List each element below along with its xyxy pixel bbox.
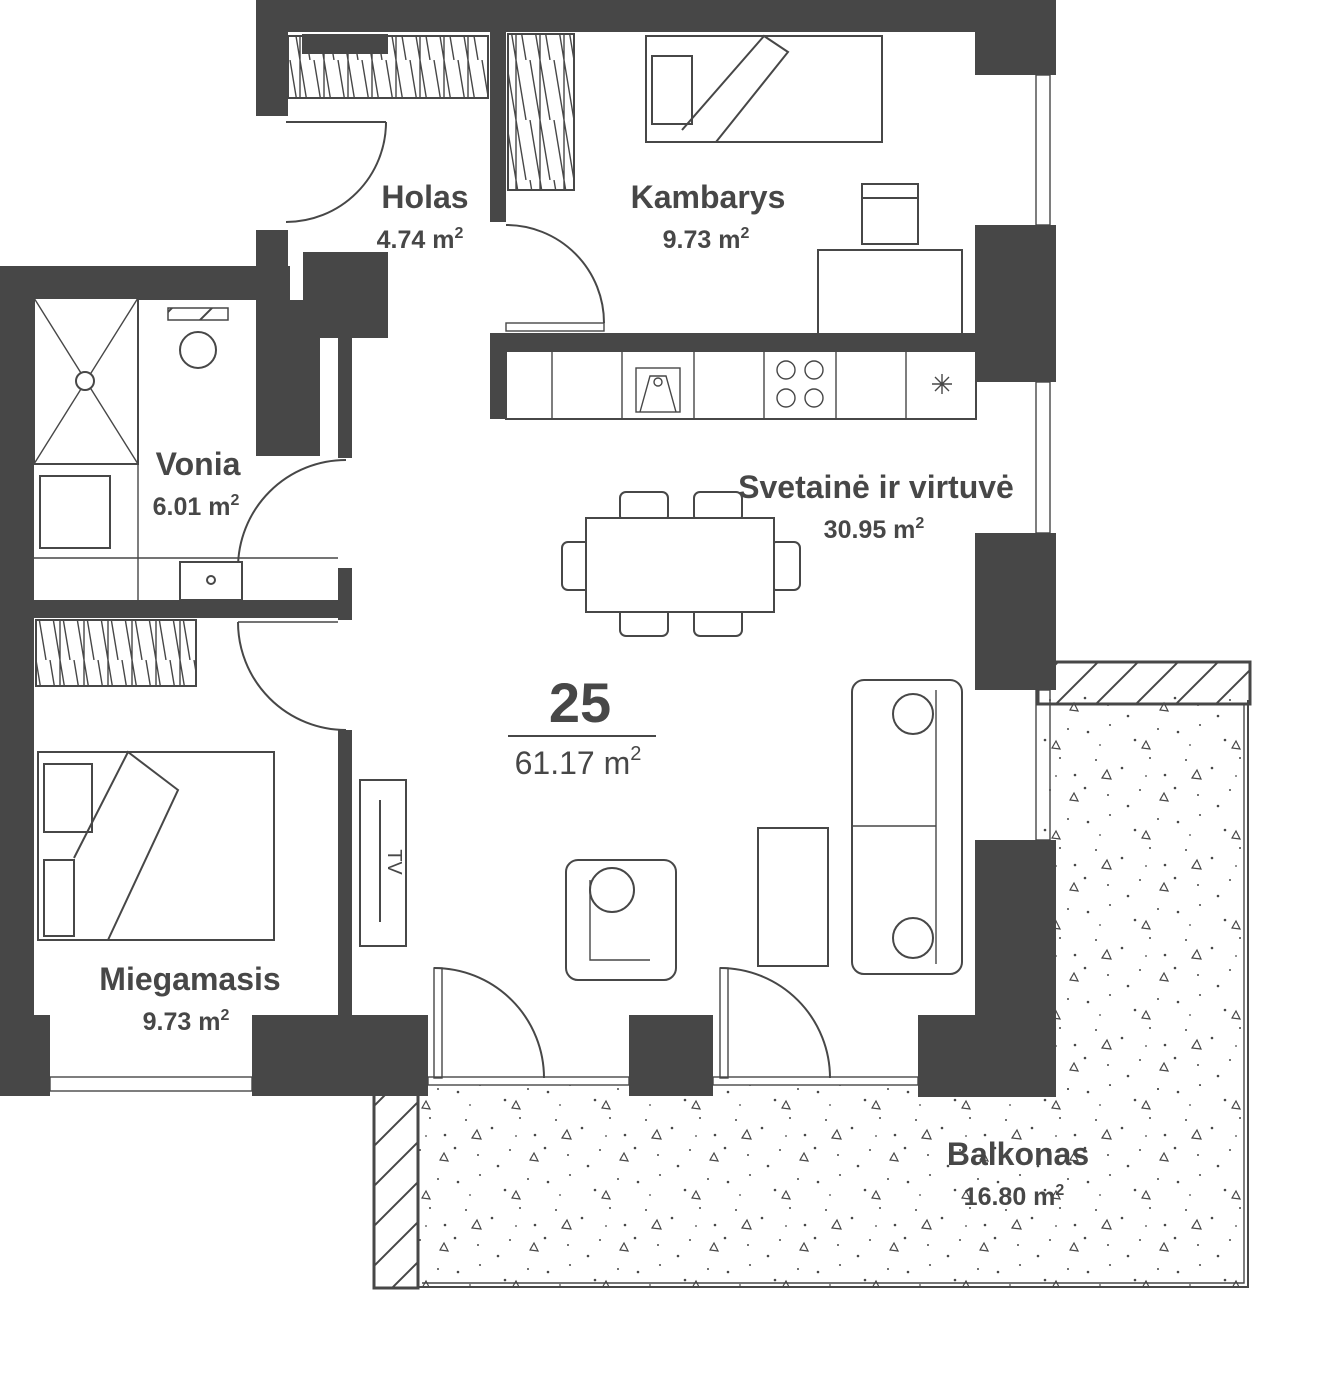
room-area-holas: 4.74 m2 xyxy=(377,225,464,254)
apartment-area: 61.17 m2 xyxy=(515,743,642,781)
room-name-svetaine: Svetainė ir virtuvė xyxy=(738,469,1014,505)
windows xyxy=(49,74,1051,1092)
room-area-balkonas: 16.80 m2 xyxy=(964,1182,1065,1211)
balcony xyxy=(372,660,1252,1290)
doors xyxy=(237,121,831,1079)
room-name-kambarys: Kambarys xyxy=(631,179,786,215)
kambarys-furniture xyxy=(507,33,963,335)
room-area-miegamasis: 9.73 m2 xyxy=(143,1007,230,1036)
room-labels: Holas 4.74 m2 Kambarys 9.73 m2 Vonia 6.0… xyxy=(99,179,1089,1211)
walls xyxy=(0,0,1056,1097)
room-area-svetaine: 30.95 m2 xyxy=(824,515,925,544)
room-name-balkonas: Balkonas xyxy=(947,1136,1089,1172)
dining-table xyxy=(561,491,801,637)
living-furniture xyxy=(359,679,963,981)
fan-icon xyxy=(932,374,952,394)
bathroom-fixtures xyxy=(33,297,338,601)
room-name-holas: Holas xyxy=(381,179,468,215)
stove-icon xyxy=(776,360,824,408)
room-area-kambarys: 9.73 m2 xyxy=(663,225,750,254)
room-name-vonia: Vonia xyxy=(156,446,241,482)
sink-icon xyxy=(635,367,681,413)
apartment-number: 25 xyxy=(549,671,611,734)
kitchen-counter xyxy=(505,350,977,420)
tv-label: TV xyxy=(383,849,405,875)
room-name-miegamasis: Miegamasis xyxy=(99,961,280,997)
hall-closet xyxy=(287,34,489,99)
room-area-vonia: 6.01 m2 xyxy=(153,492,240,521)
bedroom-furniture xyxy=(35,619,275,941)
